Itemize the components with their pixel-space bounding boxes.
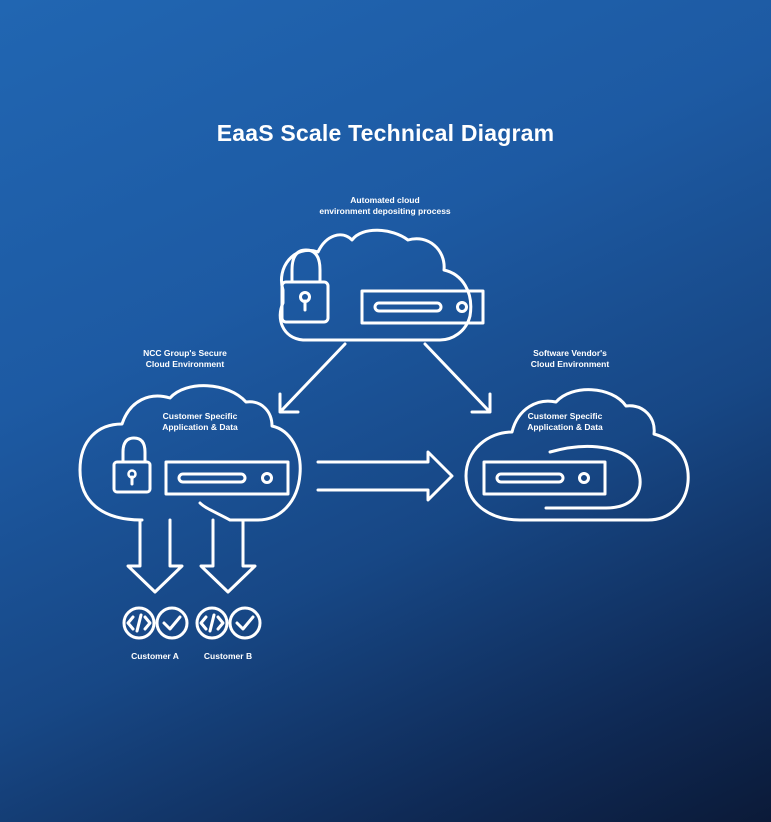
left-server-icon: [164, 460, 290, 496]
top-process-label-line1: Automated cloud: [350, 195, 420, 205]
left-environment-label-line2: Cloud Environment: [145, 359, 225, 369]
top-process-label-line2: environment depositing process: [319, 206, 451, 216]
right-inner-label-line2: Application & Data: [527, 422, 603, 432]
right-environment-label-line2: Cloud Environment: [530, 359, 610, 369]
right-environment-label: Software Vendor's Cloud Environment: [495, 348, 645, 370]
right-inner-label: Customer Specific Application & Data: [495, 411, 635, 433]
diagram-title: EaaS Scale Technical Diagram: [216, 120, 555, 146]
top-padlock-icon: [280, 248, 330, 324]
customer-a-label: Customer A: [131, 651, 179, 661]
top-process-label: Automated cloud environment depositing p…: [300, 195, 470, 217]
left-inner-label-line2: Application & Data: [162, 422, 238, 432]
left-environment-label: NCC Group's Secure Cloud Environment: [110, 348, 260, 370]
arrow-top-to-left: [278, 342, 347, 414]
arrow-left-to-right: [316, 450, 454, 502]
customer-a-code-icon: [122, 606, 156, 640]
customer-b-check-icon: [228, 606, 262, 640]
right-environment-label-line1: Software Vendor's: [533, 348, 607, 358]
arrow-down-customer-a: [126, 518, 184, 594]
left-environment-label-line1: NCC Group's Secure: [143, 348, 227, 358]
customer-a-check-icon: [155, 606, 189, 640]
arrow-top-to-right: [423, 342, 492, 414]
right-inner-label-line1: Customer Specific: [527, 411, 603, 421]
left-padlock-icon: [112, 436, 152, 494]
right-cloud-icon: [464, 388, 690, 522]
customer-b-label: Customer B: [203, 651, 253, 661]
left-inner-label: Customer Specific Application & Data: [130, 411, 270, 433]
left-cloud-icon: [78, 384, 302, 522]
customer-b-code-icon: [195, 606, 229, 640]
top-server-icon: [360, 289, 485, 325]
right-cloud-swirl: [544, 445, 642, 510]
arrow-down-customer-b: [199, 518, 257, 594]
right-server-icon: [482, 460, 607, 496]
left-inner-label-line1: Customer Specific: [162, 411, 238, 421]
